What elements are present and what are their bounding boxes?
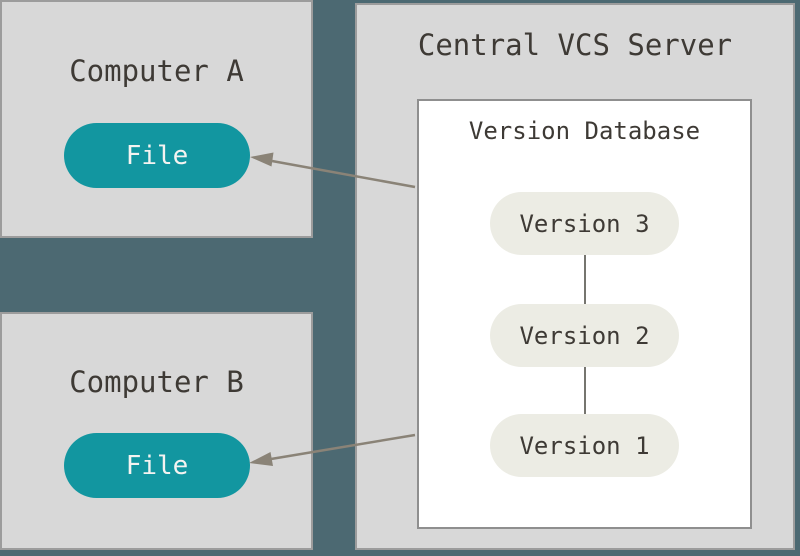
computer-b-title: Computer B — [69, 365, 244, 399]
central-vcs-server-title: Central VCS Server — [417, 28, 733, 62]
computer-b-file-label: File — [125, 450, 189, 481]
version-3-pill: Version 3 — [490, 192, 679, 255]
version-1-label: Version 1 — [519, 431, 650, 460]
computer-a-title: Computer A — [69, 54, 244, 88]
computer-a-file-pill: File — [64, 123, 250, 188]
central-vcs-server-box: Central VCS Server Version Database Vers… — [355, 3, 795, 550]
version-2-pill: Version 2 — [490, 304, 679, 367]
version-2-label: Version 2 — [519, 321, 650, 350]
connector-v2-v1 — [584, 367, 586, 414]
version-1-pill: Version 1 — [490, 414, 679, 477]
connector-v3-v2 — [584, 255, 586, 304]
computer-a-file-label: File — [125, 140, 189, 171]
version-database-title: Version Database — [468, 117, 701, 145]
computer-b-file-pill: File — [64, 433, 250, 498]
version-3-label: Version 3 — [519, 209, 650, 238]
computer-a-box: Computer A File — [0, 0, 313, 238]
computer-b-box: Computer B File — [0, 312, 313, 550]
version-database-box: Version Database Version 3 Version 2 Ver… — [417, 99, 752, 529]
